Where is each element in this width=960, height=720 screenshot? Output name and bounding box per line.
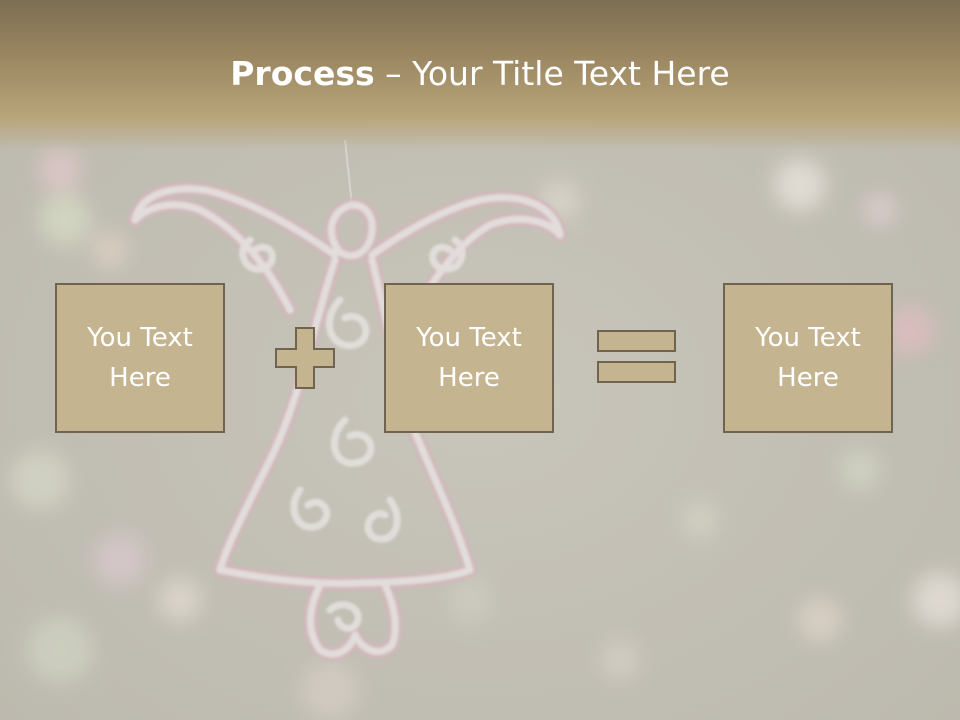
title-bar [0,0,960,150]
slide-title: Process – Your Title Text Here [0,52,960,96]
process-box-2: You Text Here [384,283,554,433]
title-dash: – [374,54,413,93]
process-box-3: You Text Here [723,283,893,433]
process-box-3-label: You Text Here [755,323,861,393]
equals-icon [597,330,676,383]
process-box-2-label: You Text Here [416,323,522,393]
title-rest: Your Title Text Here [412,54,730,93]
title-bold: Process [230,54,375,93]
process-box-1: You Text Here [55,283,225,433]
plus-icon [275,327,335,389]
process-box-1-label: You Text Here [87,323,193,393]
